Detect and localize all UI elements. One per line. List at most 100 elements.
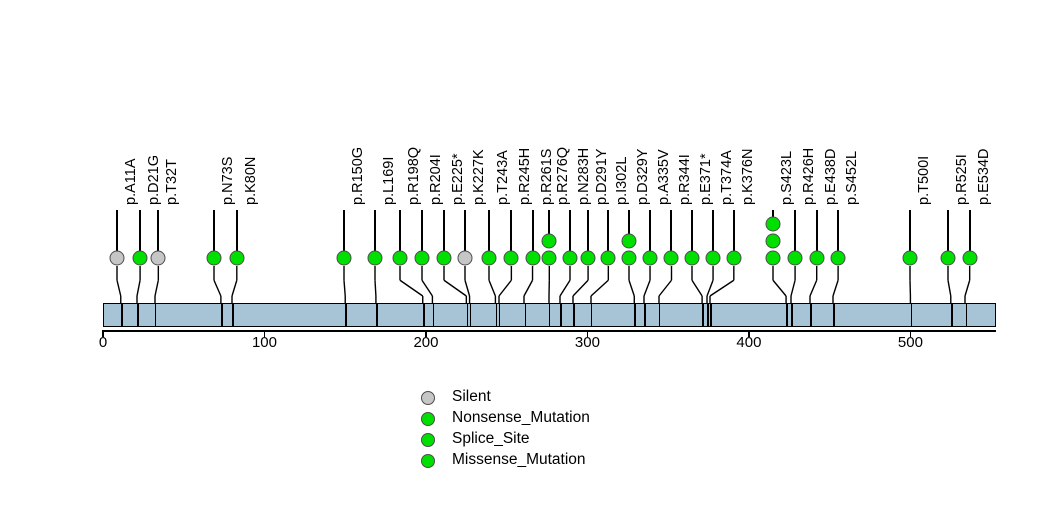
mutation-dot[interactable] <box>621 233 637 249</box>
lollipop-stem <box>343 210 345 258</box>
mutation-label: p.K80N <box>242 156 259 205</box>
mutation-dot[interactable] <box>109 250 125 266</box>
lollipop-connector <box>691 265 703 303</box>
lollipop-connector <box>497 265 512 303</box>
mutation-label: p.R245H <box>516 147 533 205</box>
mutation-dot[interactable] <box>621 250 637 266</box>
lollipop-connector <box>772 265 787 303</box>
mutation-dot[interactable] <box>765 233 781 249</box>
mutation-label: p.R198Q <box>405 146 422 205</box>
mutation-dot[interactable] <box>642 250 658 266</box>
mutation-dot[interactable] <box>541 250 557 266</box>
mutation-label: p.S452L <box>843 150 860 205</box>
mutation-dot[interactable] <box>525 250 541 266</box>
mutation-dot[interactable] <box>541 233 557 249</box>
protein-position-marker <box>560 304 562 326</box>
protein-position-marker <box>466 304 469 326</box>
lollipop-stem <box>670 210 672 258</box>
lollipop-stem <box>587 210 589 258</box>
protein-position-marker <box>137 304 139 326</box>
lollipop-stem <box>374 210 376 258</box>
protein-position-marker <box>965 304 968 326</box>
protein-position-marker <box>232 304 234 326</box>
protein-position-marker <box>950 304 953 326</box>
lollipop-stem <box>488 210 490 258</box>
mutation-dot[interactable] <box>562 250 578 266</box>
mutation-label: p.A11A <box>122 158 139 206</box>
legend-label: Nonsense_Mutation <box>452 409 590 426</box>
axis-tick-label: 300 <box>574 334 600 351</box>
mutation-dot[interactable] <box>705 250 721 266</box>
mutation-dot[interactable] <box>150 250 166 266</box>
protein-position-marker <box>590 304 593 326</box>
lollipop-connector <box>443 265 468 303</box>
mutation-label: p.T243A <box>494 150 511 205</box>
lollipop-stem <box>532 210 534 258</box>
legend-color-swatch <box>421 391 435 405</box>
mutation-dot[interactable] <box>962 250 978 266</box>
mutation-label: p.R426H <box>800 147 817 205</box>
lollipop-stem <box>628 210 630 241</box>
lollipop-stem <box>969 210 971 258</box>
protein-position-marker <box>791 304 793 326</box>
mutation-dot[interactable] <box>392 250 408 266</box>
mutation-dot[interactable] <box>414 250 430 266</box>
legend-color-swatch <box>421 412 435 426</box>
mutation-label: p.E534D <box>975 148 992 205</box>
lollipop-connector <box>559 265 571 303</box>
axis-tick-label: 500 <box>897 334 923 351</box>
mutation-label: p.E371* <box>697 153 714 205</box>
lollipop-stem <box>421 210 423 258</box>
lollipop-stem <box>649 210 651 258</box>
lollipop-connector <box>116 265 122 303</box>
lollipop-connector <box>399 265 424 303</box>
lollipop-stem <box>139 210 141 258</box>
lollipop-stem <box>733 210 735 258</box>
mutation-dot[interactable] <box>457 250 473 266</box>
lollipop-connector <box>213 265 222 303</box>
mutation-dot[interactable] <box>206 250 222 266</box>
axis-tick-label: 400 <box>736 334 762 351</box>
mutation-dot[interactable] <box>940 250 956 266</box>
mutation-dot[interactable] <box>436 250 452 266</box>
mutation-dot[interactable] <box>809 250 825 266</box>
mutation-dot[interactable] <box>787 250 803 266</box>
mutation-dot[interactable] <box>503 250 519 266</box>
lollipop-stem <box>712 210 714 258</box>
lollipop-stem <box>236 210 238 258</box>
protein-position-marker <box>495 304 498 326</box>
protein-position-marker <box>710 304 712 326</box>
mutation-label: p.L169I <box>380 156 397 205</box>
lollipop-stem <box>213 210 215 258</box>
mutation-dot[interactable] <box>902 250 918 266</box>
mutation-dot[interactable] <box>830 250 846 266</box>
mutation-dot[interactable] <box>765 250 781 266</box>
lollipop-connector <box>374 265 377 303</box>
mutation-label: p.D291Y <box>593 148 610 205</box>
lollipop-stem <box>947 210 949 258</box>
mutation-dot[interactable] <box>336 250 352 266</box>
mutation-dot[interactable] <box>600 250 616 266</box>
mutation-label: p.R204I <box>427 154 444 205</box>
axis-tick-0 <box>102 330 104 337</box>
protein-position-marker <box>120 304 123 326</box>
protein-position-marker <box>702 304 704 326</box>
mutation-dot[interactable] <box>684 250 700 266</box>
mutation-label: p.R261S <box>538 148 555 205</box>
mutation-label: p.R276Q <box>554 146 571 205</box>
mutation-dot[interactable] <box>481 250 497 266</box>
mutation-dot[interactable] <box>132 250 148 266</box>
axis-tick-300 <box>586 330 589 337</box>
lollipop-stem <box>837 210 839 258</box>
axis-tick-label: 0 <box>98 334 108 351</box>
mutation-dot[interactable] <box>663 250 679 266</box>
mutation-dot[interactable] <box>726 250 742 266</box>
mutation-dot[interactable] <box>765 216 781 232</box>
mutation-dot[interactable] <box>580 250 596 266</box>
lollipop-connector <box>464 265 471 303</box>
lollipop-connector <box>153 265 159 303</box>
mutation-dot[interactable] <box>229 250 245 266</box>
legend-label: Splice_Site <box>452 430 530 447</box>
mutation-dot[interactable] <box>367 250 383 266</box>
